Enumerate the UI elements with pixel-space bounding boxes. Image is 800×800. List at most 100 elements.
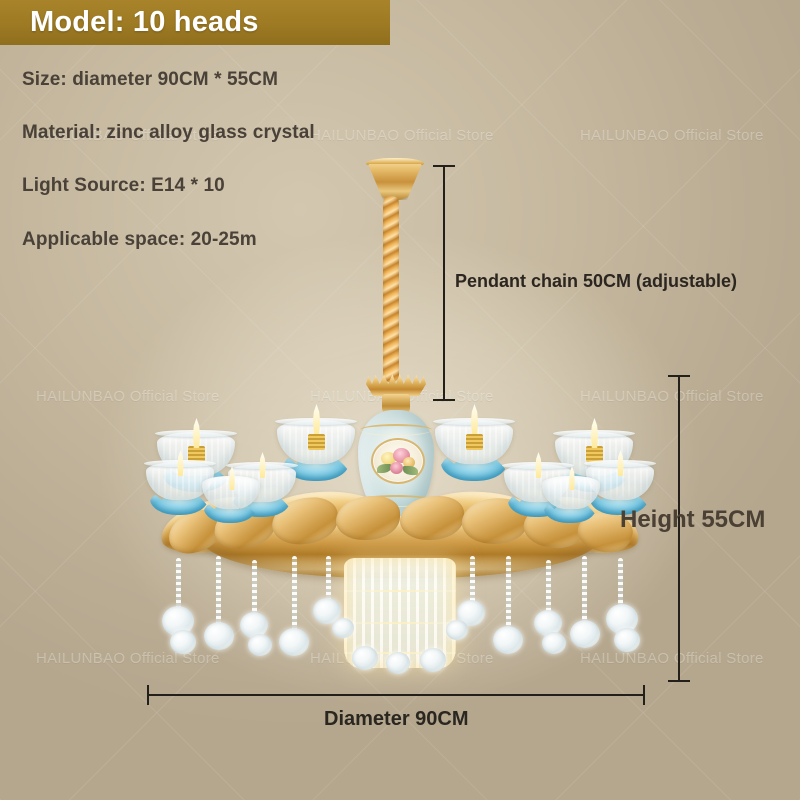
crystal-strand (618, 558, 623, 608)
spec-line-light-source: Light Source: E14 * 10 (22, 175, 225, 196)
crystal-drop (240, 612, 268, 638)
gold-neck (382, 394, 410, 414)
body-gold-band (357, 495, 435, 507)
ceramic-flower-base (204, 502, 256, 523)
glass-shade-rim (553, 430, 635, 437)
medallion-flower-leaf (377, 464, 391, 473)
height-dimension-line (678, 375, 680, 682)
glass-shade (542, 476, 600, 509)
ceramic-flower-base (283, 456, 349, 481)
crystal-drum-body (344, 558, 456, 668)
diameter-label: Diameter 90CM (324, 708, 469, 730)
crystal-drum-band (344, 622, 456, 624)
pendant-chain-cord (383, 196, 399, 382)
crystal-drop (386, 652, 410, 674)
pendant-chain-bottom-cap (433, 399, 455, 401)
watermark: HAILUNBAO Official Store (580, 388, 764, 405)
crystal-drop (332, 618, 354, 638)
gold-scroll-skirt (200, 516, 600, 578)
pendant-chain-label: Pendant chain 50CM (adjustable) (455, 271, 738, 291)
glass-shade (555, 432, 633, 476)
glass-shade-rim (144, 460, 216, 467)
watermark: HAILUNBAO Official Store (36, 388, 220, 405)
center-crystal-drum (344, 558, 456, 668)
crystal-strand (470, 556, 475, 604)
candle-bulb (569, 466, 575, 490)
gold-crown (366, 374, 426, 396)
candle-bulb (192, 418, 201, 448)
spec-line-material: Material: zinc alloy glass crystal (22, 122, 315, 143)
crystal-drop (313, 598, 341, 624)
scrollwork-ornament (460, 495, 530, 547)
crystal-strand (252, 560, 257, 616)
crystal-drop (170, 630, 196, 654)
lamp-arm (248, 487, 392, 549)
crystal-drop (534, 610, 562, 636)
glass-shade (586, 462, 654, 500)
crystal-drop (457, 600, 485, 626)
crystal-drop (614, 628, 640, 652)
crystal-drop (279, 628, 309, 656)
lamp-socket (466, 434, 483, 450)
glass-shade (157, 432, 235, 476)
glass-shade-rim (275, 418, 357, 425)
crystal-strand (176, 558, 181, 610)
diameter-right-cap (643, 685, 645, 705)
medallion-flower-leaf (403, 466, 418, 475)
ceramic-flower-base (441, 456, 507, 481)
lamp-socket (188, 446, 205, 462)
crystal-drop (542, 632, 566, 654)
crystal-drop (352, 646, 378, 670)
ceiling-canopy (368, 164, 422, 200)
glass-shade (277, 420, 355, 464)
scrollwork-ornament (210, 499, 280, 553)
crystal-drop (446, 620, 468, 640)
watermark: HAILUNBAO Official Store (36, 650, 220, 667)
watermark: HAILUNBAO Official Store (580, 127, 764, 144)
height-label: Height 55CM (620, 506, 766, 533)
lamp-arm (156, 488, 294, 560)
scrollwork-ornament (520, 499, 590, 553)
candle-bulb (535, 452, 542, 478)
spec-line-size: Size: diameter 90CM * 55CM (22, 69, 279, 90)
glass-shade-rim (502, 462, 574, 469)
watermark: HAILUNBAO Official Store (580, 650, 764, 667)
ceramic-flower-base (508, 494, 566, 517)
glass-shade-rim (226, 462, 298, 469)
crystal-strand (582, 556, 587, 624)
glass-shade (228, 464, 296, 502)
ceramic-flower-base (561, 467, 627, 492)
candle-bulb (229, 466, 235, 490)
crystal-drop (248, 634, 272, 656)
candle-bulb (470, 404, 479, 434)
crystal-strand (546, 560, 551, 614)
height-bottom-cap (668, 680, 690, 682)
candle-bulb (312, 404, 321, 434)
scrollwork-ornament (336, 496, 400, 540)
candle-bulb (177, 450, 184, 476)
crystal-drum-band (344, 590, 456, 592)
pendant-chain-dimension-line (443, 165, 445, 401)
ceramic-flower-base (163, 467, 229, 492)
body-gold-band (360, 424, 432, 436)
candle-bulb (617, 450, 624, 476)
crystal-strand (292, 556, 297, 632)
medallion-flower-petal (381, 452, 396, 465)
glass-shade (202, 476, 260, 509)
ceramic-flower-base (544, 502, 596, 523)
glass-shade (435, 420, 513, 464)
candle-bulb (590, 418, 599, 448)
ceramic-body (358, 410, 434, 518)
crystal-strand (326, 556, 331, 602)
medallion-flower-petal (403, 457, 415, 468)
scrollwork-ornament (270, 495, 340, 547)
crystal-drum-band (344, 652, 456, 654)
scrollwork-ornament (400, 496, 464, 540)
scrollwork-ornament (163, 505, 227, 559)
lamp-socket (586, 446, 603, 462)
crystal-drop (493, 626, 523, 654)
glass-shade-rim (433, 418, 515, 425)
watermark: HAILUNBAO Official Store (310, 650, 494, 667)
ceramic-flower-base (150, 492, 208, 515)
